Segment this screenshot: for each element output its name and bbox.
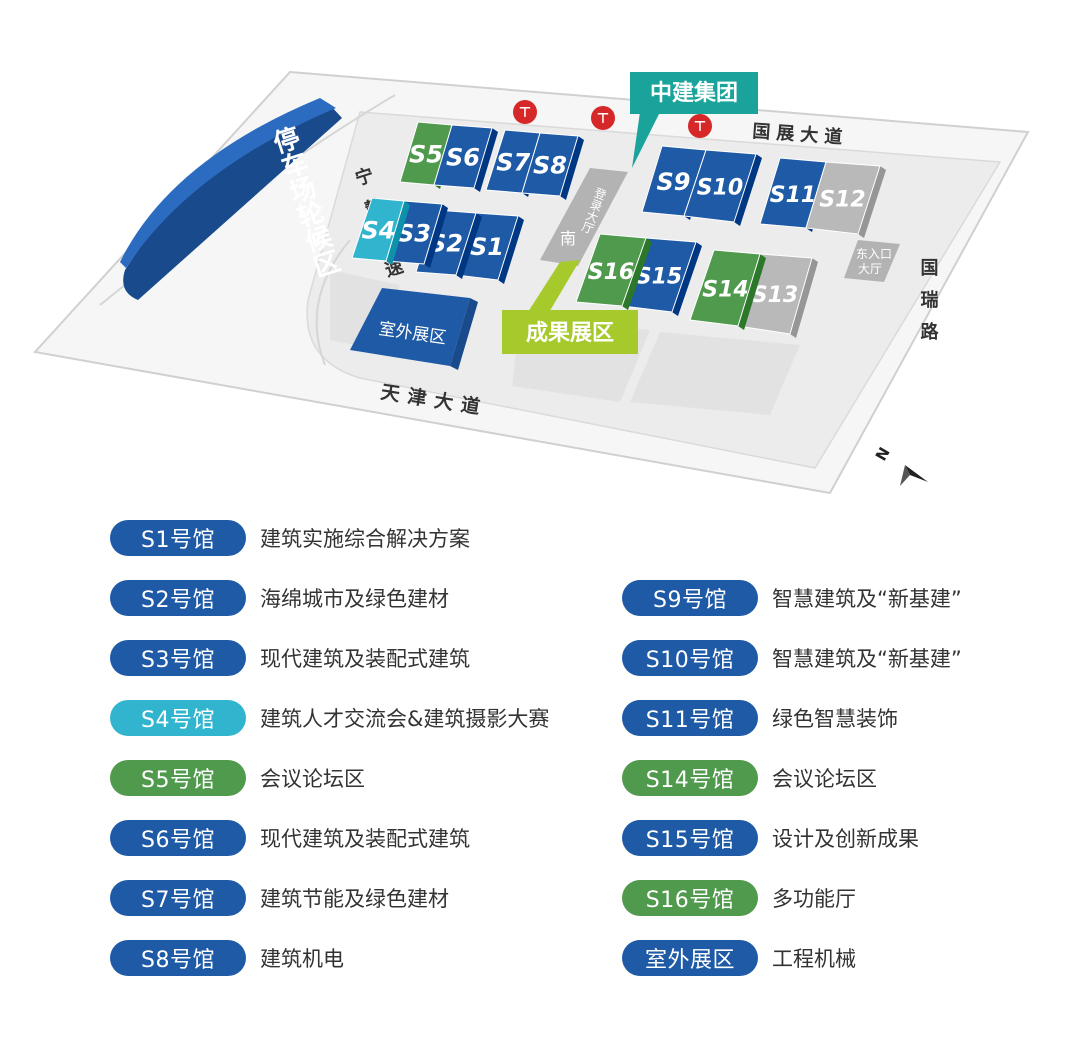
east-entrance-line1: 东入口 xyxy=(856,247,892,261)
hall-badge[interactable]: S1号馆 xyxy=(110,520,246,556)
legend-row: S7号馆建筑节能及绿色建材 xyxy=(110,878,449,918)
parking-lot xyxy=(120,98,343,300)
hall-s16[interactable]: S16 xyxy=(575,233,652,310)
south-entrance-hall[interactable] xyxy=(540,168,628,266)
hall-badge[interactable]: S6号馆 xyxy=(110,820,246,856)
hall-badge[interactable]: S16号馆 xyxy=(622,880,758,916)
hall-label: S5 xyxy=(409,141,443,169)
hall-badge[interactable]: S2号馆 xyxy=(110,580,246,616)
hall-description: 建筑人才交流会&建筑摄影大赛 xyxy=(260,707,550,731)
south-label: 南 xyxy=(560,229,576,248)
hall-badge[interactable]: S3号馆 xyxy=(110,640,246,676)
hall-label: S8 xyxy=(533,152,567,180)
hall-label: S4 xyxy=(362,217,396,245)
hall-label: S7 xyxy=(496,149,530,177)
hall-s6[interactable]: S6 xyxy=(433,124,498,192)
hall-badge[interactable]: S4号馆 xyxy=(110,700,246,736)
hall-description: 会议论坛区 xyxy=(260,767,365,791)
hall-badge[interactable]: S8号馆 xyxy=(110,940,246,976)
metro-station-icon[interactable]: ⊤ xyxy=(688,114,712,138)
hall-description: 设计及创新成果 xyxy=(772,827,919,851)
hall-description: 多功能厅 xyxy=(772,887,856,911)
hall-label: S1 xyxy=(470,233,504,261)
compass-label: N xyxy=(872,444,894,464)
hall-badge[interactable]: S15号馆 xyxy=(622,820,758,856)
callout-bottom xyxy=(502,260,638,354)
legend-row: S5号馆会议论坛区 xyxy=(110,758,365,798)
callout-top-label: 中建集团 xyxy=(650,80,738,106)
north-arrow-icon xyxy=(900,465,928,486)
hall-s10[interactable]: S10 xyxy=(683,149,762,226)
hall-s12[interactable]: S12 xyxy=(805,161,886,238)
hall-badge[interactable]: 室外展区 xyxy=(622,940,758,976)
hall-label: S9 xyxy=(657,168,691,196)
hall-label: S12 xyxy=(819,188,865,213)
legend-row: S4号馆建筑人才交流会&建筑摄影大赛 xyxy=(110,698,549,738)
hall-label: S16 xyxy=(588,260,634,285)
legend-row: S11号馆绿色智慧装饰 xyxy=(622,698,898,738)
hall-description: 现代建筑及装配式建筑 xyxy=(260,827,470,851)
metro-station-icon[interactable]: ⊤ xyxy=(591,106,615,130)
hall-badge[interactable]: S11号馆 xyxy=(622,700,758,736)
hall-description: 现代建筑及装配式建筑 xyxy=(260,647,470,671)
hall-s8[interactable]: S8 xyxy=(521,132,584,200)
hall-badge[interactable]: S7号馆 xyxy=(110,880,246,916)
venue-map: 停车场轮候区 国展大道 宁静高速 国瑞路 天津大道 ⊤ ⊤ ⊤ 登录大厅 南 东… xyxy=(33,70,1030,495)
hall-description: 会议论坛区 xyxy=(772,767,877,791)
hall-label: S11 xyxy=(770,183,816,208)
hall-badge[interactable]: S14号馆 xyxy=(622,760,758,796)
legend-row: S8号馆建筑机电 xyxy=(110,938,344,978)
legend-row: S15号馆设计及创新成果 xyxy=(622,818,919,858)
legend-row: S6号馆现代建筑及装配式建筑 xyxy=(110,818,470,858)
plaza-block xyxy=(630,332,800,415)
hall-label: S14 xyxy=(702,278,748,303)
legend-row: S1号馆建筑实施综合解决方案 xyxy=(110,518,470,558)
east-entrance-line2: 大厅 xyxy=(858,262,882,276)
hall-description: 建筑实施综合解决方案 xyxy=(260,527,470,551)
hall-s3[interactable]: S3 xyxy=(385,200,448,268)
east-entrance-hall[interactable] xyxy=(844,240,900,282)
svg-text:⊤: ⊤ xyxy=(519,105,532,121)
svg-text:⊤: ⊤ xyxy=(694,119,707,135)
legend-row: S9号馆智慧建筑及“新基建” xyxy=(622,578,962,618)
svg-text:⊤: ⊤ xyxy=(597,111,610,127)
hall-description: 建筑机电 xyxy=(260,947,344,971)
hall-label: S10 xyxy=(697,176,743,201)
hall-badge[interactable]: S9号馆 xyxy=(622,580,758,616)
hall-description: 海绵城市及绿色建材 xyxy=(260,587,449,611)
callout-bottom-label: 成果展区 xyxy=(526,321,614,346)
hall-description: 工程机械 xyxy=(772,947,856,971)
hall-badge[interactable]: S10号馆 xyxy=(622,640,758,676)
legend-row: S16号馆多功能厅 xyxy=(622,878,856,918)
hall-badge[interactable]: S5号馆 xyxy=(110,760,246,796)
legend-row: S10号馆智慧建筑及“新基建” xyxy=(622,638,962,678)
callout-top xyxy=(630,72,758,168)
hall-s14[interactable]: S14 xyxy=(689,249,766,330)
hall-description: 智慧建筑及“新基建” xyxy=(772,647,962,671)
hall-outdoor[interactable] xyxy=(350,288,478,370)
driveway xyxy=(315,239,351,366)
metro-station-icon[interactable]: ⊤ xyxy=(513,100,537,124)
hall-label: S15 xyxy=(636,265,682,290)
hall-description: 智慧建筑及“新基建” xyxy=(772,587,962,611)
hall-label: S13 xyxy=(752,283,798,308)
road-right-label: 国瑞路 xyxy=(918,258,939,354)
legend-row: S3号馆现代建筑及装配式建筑 xyxy=(110,638,470,678)
legend-row: 室外展区工程机械 xyxy=(622,938,856,978)
hall-description: 绿色智慧装饰 xyxy=(772,707,898,731)
legend-row: S14号馆会议论坛区 xyxy=(622,758,877,798)
hall-s4[interactable]: S4 xyxy=(351,197,410,265)
hall-label: S6 xyxy=(446,144,480,172)
legend-row: S2号馆海绵城市及绿色建材 xyxy=(110,578,449,618)
hall-description: 建筑节能及绿色建材 xyxy=(260,887,449,911)
